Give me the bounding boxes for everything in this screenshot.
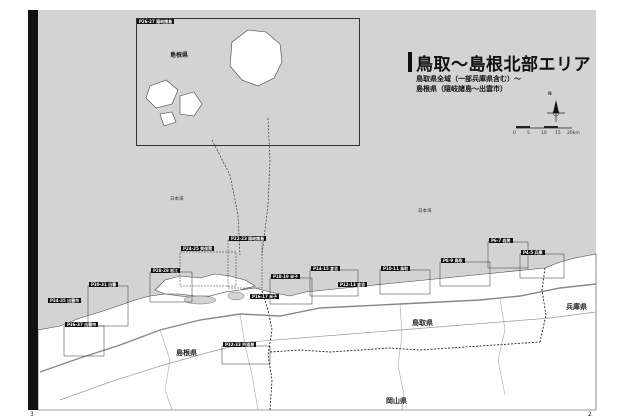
page-title: 鳥取～島根北部エリア [416, 55, 591, 75]
tottori-hyogo-border [539, 267, 547, 343]
shimane-tottori-border [261, 290, 273, 411]
tag-p30[interactable]: P30-31 出雲 [89, 282, 119, 287]
scale-tick-4: 20km [567, 131, 580, 136]
tag-p12[interactable]: P12-13 倉吉 [338, 282, 368, 287]
oki-chiburijima [159, 111, 177, 127]
tottori-okayama-border [269, 341, 541, 353]
inset-tag[interactable]: P26-27 隠岐諸島 [137, 19, 175, 24]
page-number-left: 3 [30, 411, 34, 418]
tag-p18[interactable]: P18-19 米子 [271, 274, 301, 279]
compass-label: N [548, 92, 552, 97]
shimane-peninsula [154, 273, 256, 297]
mainland-land [37, 253, 597, 411]
ferry-route-2 [261, 117, 271, 256]
book-spine [28, 10, 38, 410]
frame-p8 [439, 261, 491, 287]
oki-dogo-island [229, 29, 283, 87]
scale-tick-3: 15 [555, 131, 561, 136]
frame-p6 [487, 241, 529, 269]
tag-p24[interactable]: P24-25 美保関 [181, 246, 215, 251]
page-number-right: 2 [588, 411, 592, 418]
tag-p34[interactable]: P34-35 出雲市 [48, 298, 82, 303]
road-inland-1 [239, 313, 259, 411]
subtitle-line-1: 鳥取県全域（一部兵庫県含む）～ [416, 75, 521, 83]
scale-bar [516, 126, 572, 129]
tag-p22[interactable]: P22-23 隠岐諸島 [229, 236, 267, 241]
scale-tick-0: 0 [513, 131, 516, 136]
tag-p6[interactable]: P6-7 岩美 [489, 238, 513, 243]
pref-label-shimane: 島根県 [176, 349, 197, 357]
tag-p4[interactable]: P4-5 兵庫 [521, 250, 545, 255]
pref-label-okayama: 岡山県 [386, 397, 407, 405]
compass-rose [547, 100, 565, 122]
tag-p16[interactable]: P16-17 米子 [250, 294, 280, 299]
tag-p14[interactable]: P14-15 倉吉 [311, 266, 341, 271]
road-inland-3 [497, 297, 506, 396]
pref-label-hyogo: 兵庫県 [566, 303, 587, 311]
scale-tick-1: 5 [527, 131, 530, 136]
road-secondary [59, 311, 597, 401]
ferry-route-1 [211, 139, 241, 256]
road-inland-2 [397, 303, 405, 411]
oki-nishinoshima [145, 79, 179, 109]
oki-inset-frame [136, 18, 360, 146]
sea-label-east: 日本海 [418, 209, 432, 214]
road-inland-4 [159, 329, 173, 411]
tag-p36[interactable]: P36-37 出雲市 [65, 322, 99, 327]
tag-p8[interactable]: P8-9 鳥取 [441, 258, 465, 263]
lake-nakaumi [227, 291, 245, 301]
pref-label-tottori: 鳥取県 [412, 319, 433, 327]
subtitle-line-2: 島根県（隠岐諸島～出雲市） [416, 85, 507, 93]
tag-p10[interactable]: P10-11 鳥取 [381, 266, 411, 271]
tag-p28[interactable]: P28-29 松江 [151, 268, 181, 273]
oki-nakanoshima [179, 91, 203, 117]
lake-shinji [183, 295, 217, 305]
scale-tick-2: 10 [541, 131, 547, 136]
title-bar [408, 52, 412, 72]
inset-pref-label: 島根県 [170, 52, 189, 59]
tag-p32[interactable]: P32-33 宍道湖 [223, 342, 257, 347]
road-main [39, 283, 597, 373]
sea-label-west: 日本海 [170, 197, 184, 202]
